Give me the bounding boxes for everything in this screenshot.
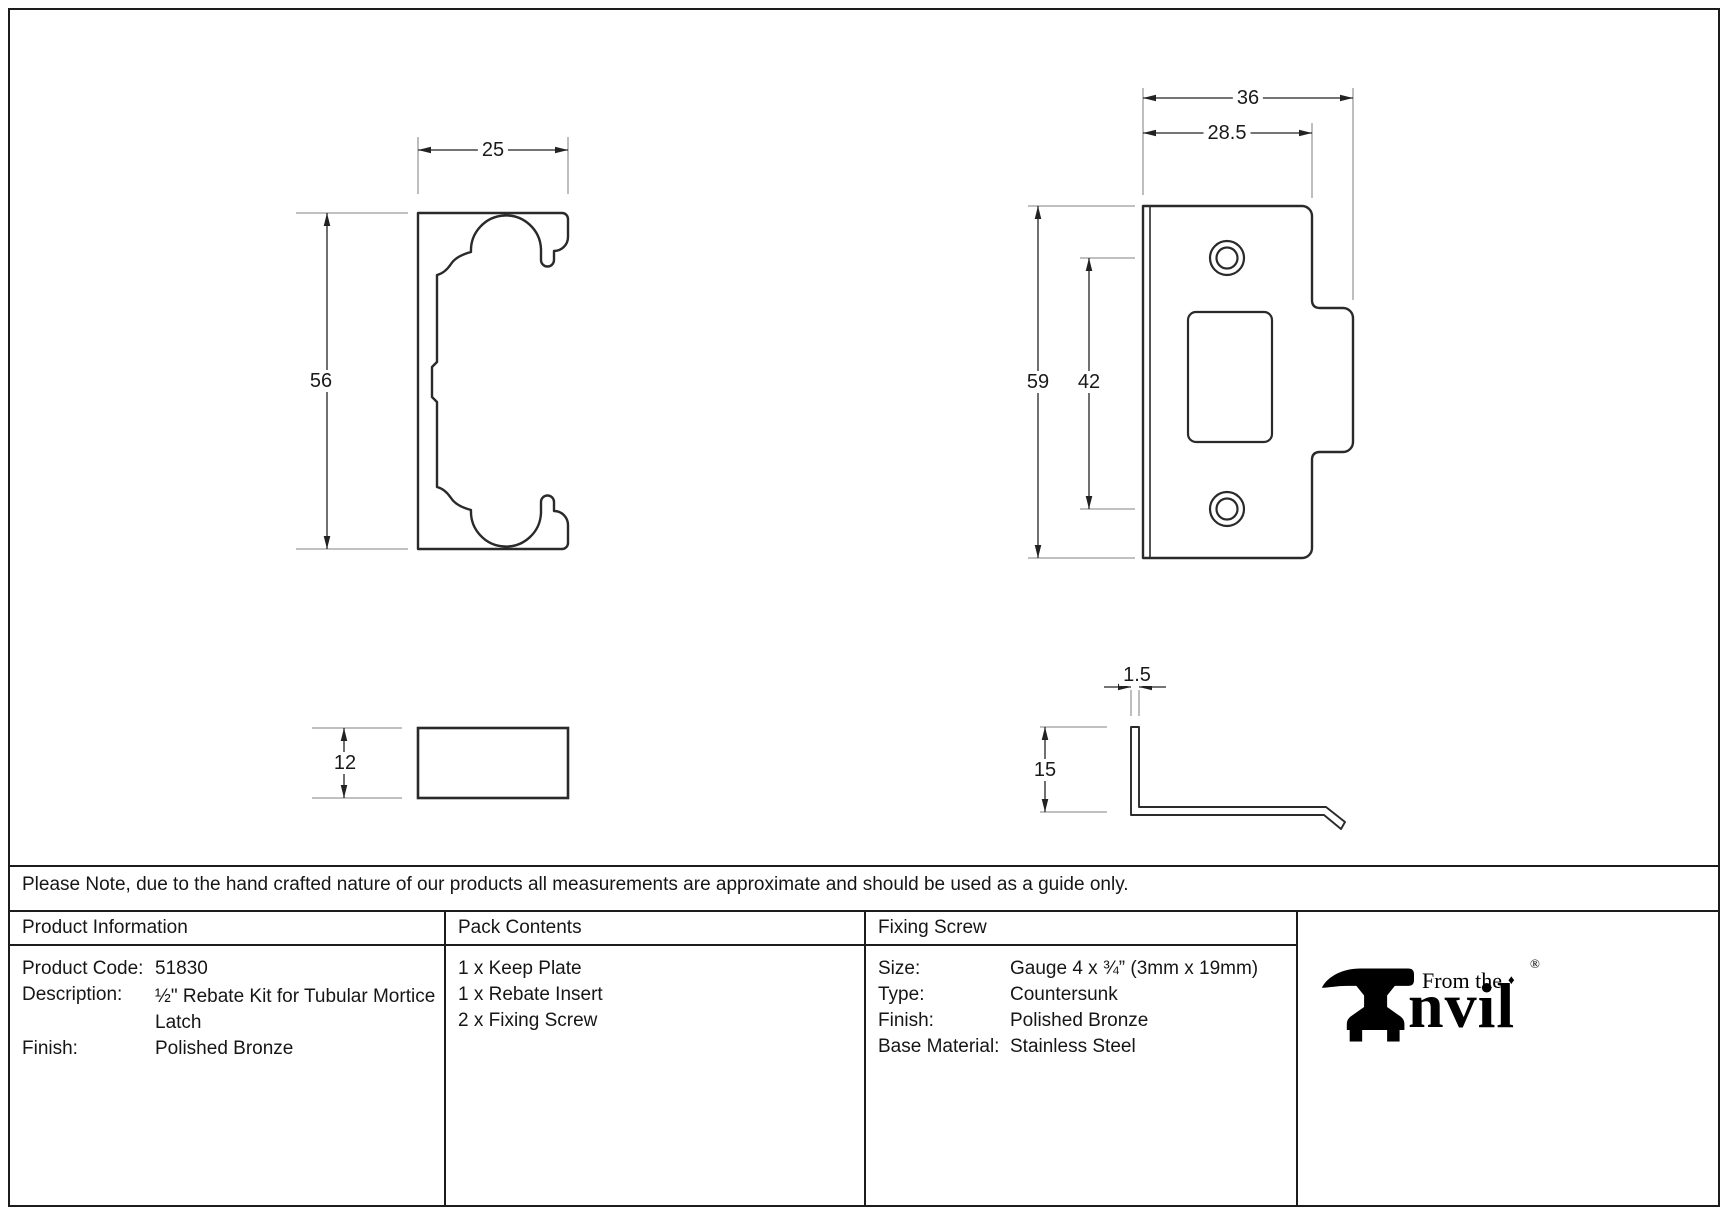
dim-plate-body-width: 28.5 [1203, 122, 1251, 144]
screw-type-label: Type: [878, 984, 925, 1005]
measurement-note: Please Note, due to the hand crafted nat… [22, 874, 1129, 895]
header-fixing-screw: Fixing Screw [878, 917, 987, 938]
dim-side-thickness: 1.5 [1119, 664, 1155, 686]
screw-type-value: Countersunk [1010, 984, 1118, 1005]
description-value: ½" Rebate Kit for Tubular Mortice Latch [155, 986, 436, 1033]
table-header-border [8, 944, 1298, 946]
pack-item: 1 x Keep Plate [458, 958, 582, 979]
table-divider-1 [444, 910, 446, 1207]
screw-size-label: Size: [878, 958, 921, 979]
logo-tagline: From the [1422, 968, 1503, 993]
dim-plate-height: 59 [1022, 371, 1054, 393]
table-divider-2 [864, 910, 866, 1207]
finish-value: Polished Bronze [155, 1038, 294, 1059]
registered-trademark: ® [1530, 956, 1540, 971]
screw-material-label: Base Material: [878, 1036, 1000, 1057]
screw-material-value: Stainless Steel [1010, 1036, 1136, 1057]
dim-plate-overall-width: 36 [1232, 87, 1264, 109]
header-pack-contents: Pack Contents [458, 917, 582, 938]
dim-side-height: 15 [1029, 759, 1061, 781]
product-code-label: Product Code: [22, 958, 144, 979]
header-product-information: Product Information [22, 917, 188, 938]
dim-insert-height: 56 [305, 370, 337, 392]
product-code-value: 51830 [155, 958, 208, 979]
finish-label: Finish: [22, 1038, 78, 1059]
pack-item: 1 x Rebate Insert [458, 984, 603, 1005]
logo-brand-text: nvil [1408, 970, 1516, 1041]
screw-finish-label: Finish: [878, 1010, 934, 1031]
pack-item: 2 x Fixing Screw [458, 1010, 598, 1031]
dim-plate-hole-spacing: 42 [1073, 371, 1105, 393]
note-row-top-border [8, 865, 1720, 867]
anvil-icon [1321, 968, 1414, 1042]
screw-size-value: Gauge 4 x ¾” (3mm x 19mm) [1010, 958, 1259, 979]
table-divider-3 [1296, 910, 1298, 1207]
dim-insert-width: 25 [477, 139, 509, 161]
diamond-icon: ♦ [1508, 972, 1515, 987]
from-the-anvil-logo: From the ♦ nvil ® [1312, 952, 1612, 1072]
screw-finish-value: Polished Bronze [1010, 1010, 1149, 1031]
description-label: Description: [22, 984, 123, 1005]
dim-insert-thickness: 12 [329, 752, 361, 774]
